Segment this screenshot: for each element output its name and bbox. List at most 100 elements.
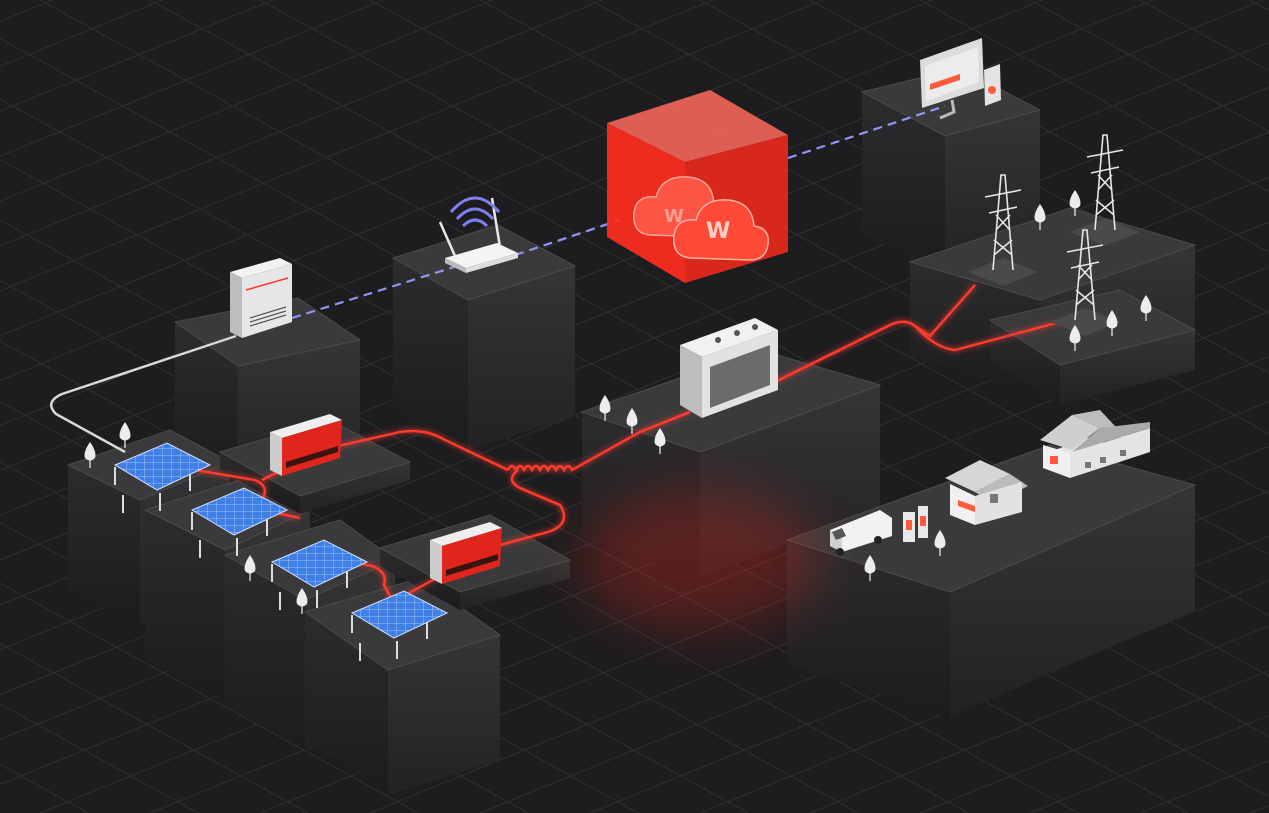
grid-line	[0, 0, 383, 157]
tree-icon	[626, 408, 638, 434]
panel-surface	[113, 442, 212, 491]
block-right-face	[300, 462, 410, 514]
cloud-icon: W W	[633, 176, 769, 261]
wifi-signal-icon	[449, 196, 501, 228]
transmission-tower-icon	[968, 174, 1038, 286]
tower-frame	[1086, 134, 1124, 231]
grid-line	[0, 0, 1153, 471]
tree-crown	[1034, 204, 1046, 223]
tree-crown	[84, 442, 96, 461]
block-left-face	[145, 510, 225, 700]
logo-letter-back: W	[664, 206, 684, 227]
tree-icon	[934, 530, 946, 556]
block-left-face	[990, 320, 1060, 405]
grid-line	[149, 0, 1269, 617]
grid-line	[0, 340, 859, 813]
tree-crown	[1069, 190, 1081, 209]
wall-charger-icon	[230, 258, 292, 338]
grid-line	[0, 0, 493, 202]
tree-crown	[1140, 295, 1152, 314]
cable-box-towers	[774, 284, 976, 384]
tree-icon	[1069, 325, 1081, 351]
grid-line	[0, 0, 603, 247]
tree-icon	[1106, 310, 1118, 336]
block-right-face	[460, 560, 570, 610]
solar-panels	[113, 442, 449, 661]
tower-base	[968, 258, 1038, 286]
tree-icon	[599, 395, 611, 421]
grid-line	[0, 0, 823, 337]
tree-icon	[1034, 204, 1046, 230]
van-icon	[830, 510, 892, 556]
tree-icon	[1069, 190, 1081, 216]
cable-branch-tower3	[914, 320, 1061, 352]
power-cables	[194, 284, 1061, 601]
grid-line	[589, 0, 1269, 375]
block-left-face	[862, 92, 945, 276]
tree-icon	[1140, 295, 1152, 321]
house-icon	[1040, 410, 1150, 478]
tree-crown	[599, 395, 611, 414]
grid-line	[0, 400, 749, 813]
tower-frame	[984, 174, 1022, 271]
cloud-cube: W W	[607, 90, 788, 283]
cable-coil	[506, 410, 691, 473]
tower-base	[1050, 308, 1120, 336]
ev-charger-icon	[903, 506, 928, 542]
block-left-face	[225, 555, 305, 750]
grid-line	[919, 0, 1269, 193]
cloud-glow	[580, 490, 820, 630]
cable-panels-3	[344, 558, 394, 601]
solar-panel-icon	[350, 590, 449, 661]
grid-line	[259, 400, 1269, 813]
grid-line	[479, 490, 1269, 813]
inverter-icon	[270, 414, 342, 476]
tree-crown	[626, 408, 638, 427]
tree-crown	[244, 555, 256, 574]
tree-crown	[1106, 310, 1118, 329]
solar-panel-icon	[113, 442, 212, 513]
block-left-face	[305, 612, 388, 795]
block-right-face	[388, 635, 500, 795]
trees	[84, 190, 1152, 614]
wallbox-cable	[49, 334, 237, 454]
tree-icon	[119, 422, 131, 448]
tree-icon	[296, 588, 308, 614]
block-right-face	[950, 485, 1195, 717]
wifi-router-icon	[438, 196, 518, 273]
panel-surface	[350, 590, 449, 639]
cable-inv2-junction	[499, 469, 566, 547]
tree-crown	[119, 422, 131, 441]
block-left-face	[380, 548, 460, 610]
block-right-face	[1060, 330, 1195, 405]
solar-panel-icon	[190, 487, 289, 558]
solar-panel-icon	[270, 539, 369, 610]
transmission-towers	[968, 134, 1140, 336]
tree-icon	[244, 555, 256, 581]
grid-line	[809, 625, 1269, 813]
tree-crown	[654, 428, 666, 447]
grid-line	[0, 0, 933, 382]
platform-block	[391, 224, 577, 450]
inverter-icon	[430, 522, 502, 584]
tree-icon	[654, 428, 666, 454]
house-icon	[945, 460, 1028, 525]
tree-crown	[864, 555, 876, 574]
block-left-face	[787, 540, 950, 717]
monitor-icon	[920, 38, 1001, 120]
tree-icon	[864, 555, 876, 581]
tree-crown	[1069, 325, 1081, 344]
grid-line	[0, 582, 419, 813]
grid-line	[0, 642, 309, 813]
grid-line	[809, 0, 1269, 254]
tower-frame	[1066, 229, 1104, 321]
transmission-tower-icon	[1050, 229, 1120, 336]
link-wallbox-router	[291, 260, 471, 320]
grid-line	[259, 0, 1269, 556]
link-router-cloud	[514, 218, 621, 257]
block-left-face	[393, 258, 468, 450]
grid-line	[0, 0, 713, 292]
inverter-cabinet-icon	[680, 318, 778, 418]
